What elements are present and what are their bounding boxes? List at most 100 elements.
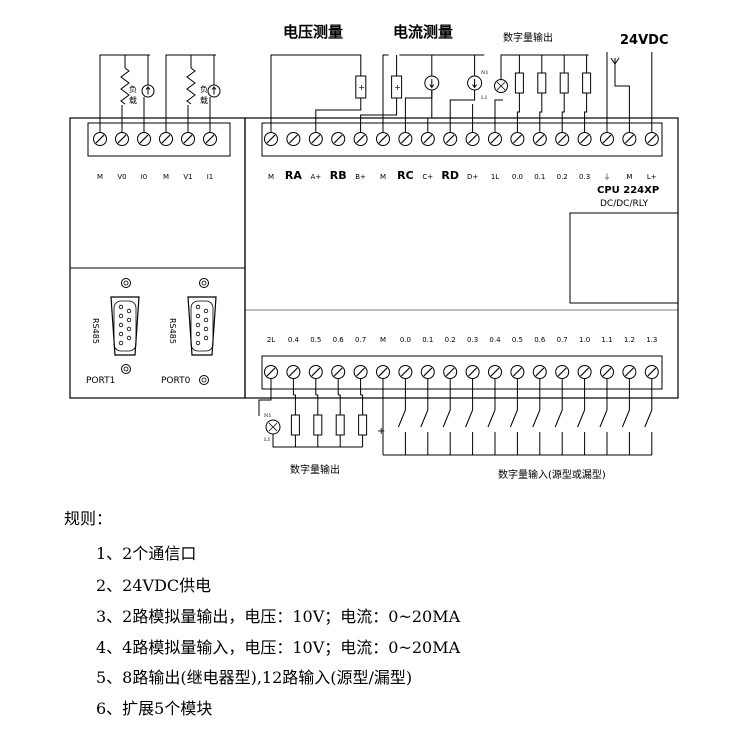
port1-top-screw-inner	[123, 280, 129, 286]
main-bottom-terminal-15-slot	[602, 367, 612, 377]
ao0-current-meter-arrowhead	[145, 86, 151, 90]
main-bottom-terminal-5-slot	[378, 367, 388, 377]
din-switch-14	[577, 409, 586, 428]
main-bottom-label-14: 1.0	[579, 336, 590, 344]
main-top-label-4: B+	[355, 173, 366, 181]
port0-db9-connector-pin	[195, 313, 201, 319]
dout-lamp-bottom-x2	[268, 422, 278, 432]
main-top-terminal-6-slot	[400, 134, 410, 144]
main-top-terminal-8-slot	[445, 134, 455, 144]
dout-bottom-bus	[272, 434, 363, 448]
main-top-label-10: 1L	[491, 173, 499, 181]
main-bottom-label-4: 0.7	[355, 336, 366, 344]
left-module-panel	[69, 117, 246, 399]
port1-db9-connector-pin	[118, 340, 124, 346]
current-source-d-arrowhead	[472, 84, 478, 89]
analog-terminal-label-5: I1	[207, 173, 214, 181]
current-c-plus-link	[427, 90, 433, 119]
main-top-label-15: ⏚	[604, 173, 611, 181]
main-bottom-terminal-4-slot	[356, 367, 366, 377]
main-top-label-6: RC	[397, 169, 414, 182]
main-top-terminal-4-slot	[356, 134, 366, 144]
wiring: +++	[99, 52, 653, 456]
main-bottom-terminal-14-slot	[580, 367, 590, 377]
main-bottom-terminal-0-slot	[266, 367, 276, 377]
dout-bottom-link-1	[293, 394, 296, 415]
main-top-label-13: 0.2	[557, 173, 568, 181]
spec-item-analog-in: 4、4路模拟量输入，电压：10V；电流：0~20MA	[96, 638, 461, 657]
main-bottom-terminal-12-slot	[535, 367, 545, 377]
main-bottom-terminal-10-slot	[490, 367, 500, 377]
analog-terminal-label-2: I0	[141, 173, 148, 181]
digital-output-bottom-label: 数字量输出	[290, 463, 340, 476]
ao1-voltage-load	[186, 67, 196, 105]
dout-lamp-top-x2	[496, 81, 506, 91]
analog-terminal-strip	[87, 122, 231, 157]
spec-item-comm-ports: 1、2个通信口	[96, 544, 197, 563]
dout-bottom-link-3	[338, 394, 341, 415]
port1-bottom-screw-inner	[123, 366, 129, 372]
analog-terminal-label-0: M	[97, 173, 103, 181]
main-top-terminal-2-slot	[311, 134, 321, 144]
main-bottom-terminal-13-slot	[557, 367, 567, 377]
main-bottom-label-17: 1.3	[646, 336, 657, 344]
din-switch-9	[465, 409, 474, 428]
port1-top-screw	[121, 278, 131, 288]
main-bottom-terminal-1-slot	[288, 367, 298, 377]
din-switch-13	[554, 409, 563, 428]
lamp-top-n: N1	[481, 70, 489, 76]
din-switch-15	[599, 409, 608, 428]
voltage-b-return	[360, 98, 398, 133]
dout-bottom-relay-coil-4	[358, 414, 368, 436]
analog-terminal-4-slot	[183, 134, 193, 144]
main-top-terminal-11-slot	[512, 134, 522, 144]
dout-bottom-link-2	[315, 394, 319, 415]
digital-output-top-label: 数字量输出	[503, 31, 553, 44]
main-top-terminal-5-slot	[378, 134, 388, 144]
main-bottom-label-11: 0.5	[512, 336, 523, 344]
plc-body	[69, 117, 679, 399]
spec-item-power: 2、24VDC供电	[96, 576, 212, 595]
analog-terminal-2-slot	[139, 134, 149, 144]
current-d-return	[449, 90, 476, 133]
main-top-terminal-strip	[261, 122, 663, 157]
main-top-label-0: M	[268, 173, 274, 181]
analog-terminal-3-slot	[161, 134, 171, 144]
main-top-label-9: D+	[467, 173, 478, 181]
port1-db9-connector-pin	[126, 317, 132, 323]
vdc-label: 24VDC	[620, 33, 668, 48]
voltage-source-b-sign: +	[394, 83, 401, 92]
dout-top-return-11	[516, 93, 520, 133]
analog-terminal-1-slot	[117, 134, 127, 144]
port1-label: PORT1	[86, 376, 115, 386]
main-bottom-terminal-2-slot	[311, 367, 321, 377]
port1-db9-connector	[110, 296, 140, 356]
main-top-terminal-15-slot	[602, 134, 612, 144]
dout-top-return-12	[539, 93, 543, 133]
analog-terminal-label-4: V1	[183, 173, 192, 181]
main-bottom-label-7: 0.1	[422, 336, 433, 344]
port1-db9-connector-pin	[126, 335, 132, 341]
port0-db9-connector-pin	[203, 317, 209, 323]
din-common-sign: +	[377, 426, 385, 437]
voltage-a-return	[315, 98, 362, 133]
port0-bottom-screw	[199, 375, 209, 385]
main-top-terminal-12-slot	[535, 134, 545, 144]
load-label-1a: 负	[129, 84, 137, 94]
main-top-label-7: C+	[422, 173, 433, 181]
analog-terminal-0-slot	[95, 134, 105, 144]
analog-terminal-label-3: M	[163, 173, 169, 181]
port1-db9-connector-pin	[126, 308, 132, 314]
main-top-label-11: 0.0	[512, 173, 523, 181]
ao0-voltage-load	[120, 67, 130, 105]
port0-db9-connector-pin	[195, 331, 201, 337]
dout-bottom-2l-wire	[258, 378, 272, 416]
port0-label: PORT0	[161, 376, 191, 386]
analog-terminal-5-slot	[205, 134, 215, 144]
load-label-1b: 载	[129, 95, 137, 105]
lamp-bottom-l: L1	[264, 437, 271, 443]
main-bottom-terminal-3-slot	[333, 367, 343, 377]
main-top-label-12: 0.1	[534, 173, 545, 181]
main-top-label-3: RB	[330, 169, 347, 182]
